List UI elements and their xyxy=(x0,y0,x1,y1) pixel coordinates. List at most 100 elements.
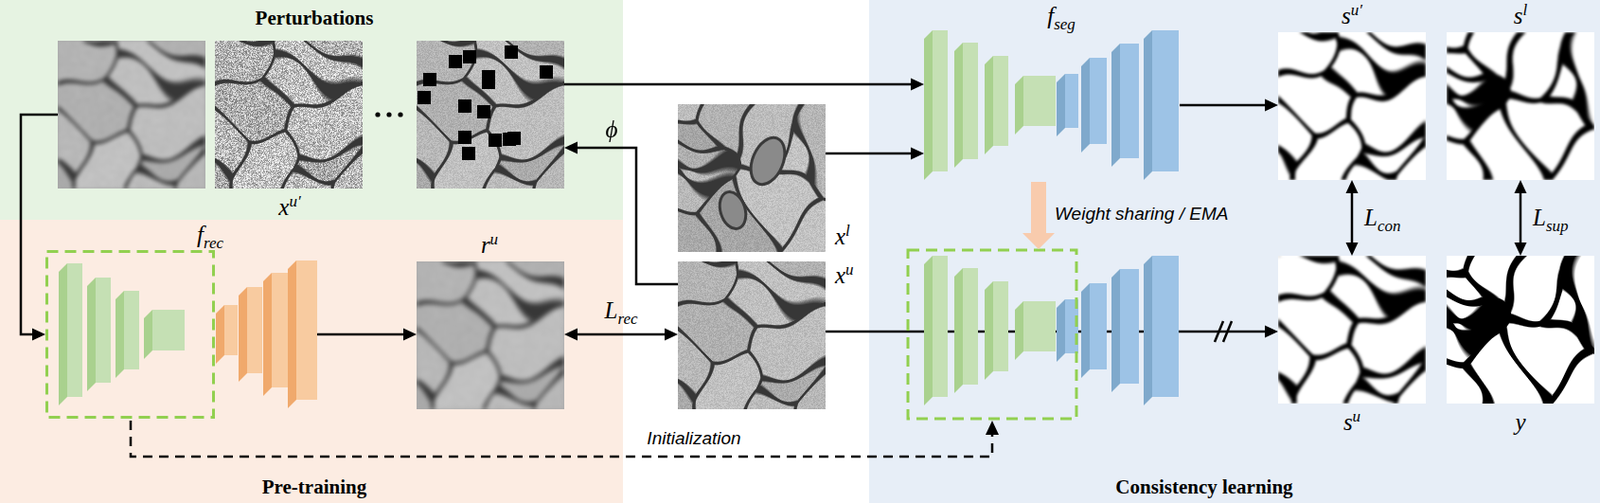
panel-band: Pre-training frec ru xyxy=(0,219,623,503)
layer-side xyxy=(87,277,96,392)
subscript: sup xyxy=(1546,216,1569,235)
superscript: l xyxy=(845,220,851,239)
layer-side xyxy=(215,304,225,364)
layer-side xyxy=(984,281,994,380)
connector-line xyxy=(564,83,913,87)
dot xyxy=(397,111,403,117)
annotation: Initialization xyxy=(646,427,741,449)
image xyxy=(57,40,206,189)
image xyxy=(1446,32,1595,180)
math-label: sl xyxy=(1513,2,1528,31)
subscript: rec xyxy=(203,233,224,252)
layer-face xyxy=(152,309,185,351)
layer-side xyxy=(1081,283,1090,378)
image xyxy=(214,40,363,189)
image-strip: xu′ xyxy=(57,40,565,189)
connector-line xyxy=(575,333,667,337)
layer-side xyxy=(143,309,153,359)
math-label: y xyxy=(1514,408,1526,437)
image xyxy=(416,261,565,409)
connector-line xyxy=(825,152,913,156)
layer-face xyxy=(1089,283,1107,370)
layer-face xyxy=(962,42,978,160)
subscript: rec xyxy=(617,309,638,328)
edge-label: ϕ xyxy=(605,116,619,144)
ellipsis-dots xyxy=(57,40,565,189)
layer-side xyxy=(1014,301,1024,360)
image xyxy=(677,104,826,252)
layer-side xyxy=(924,30,933,180)
layer-face xyxy=(1152,255,1179,397)
dashed-encoder-box xyxy=(47,251,214,418)
math-label: frec xyxy=(196,221,224,249)
superscript: u′ xyxy=(1351,0,1363,18)
superscript: u xyxy=(845,259,854,278)
layer-face xyxy=(1152,30,1179,172)
edge-label: Lsup xyxy=(1532,204,1569,232)
connector-line xyxy=(1519,191,1523,245)
layer-face xyxy=(932,30,948,172)
layer-side xyxy=(263,272,272,396)
image xyxy=(1446,255,1595,404)
layer-side xyxy=(1111,43,1120,167)
layer-face xyxy=(296,260,318,400)
image-tile: su′ xyxy=(1278,32,1426,180)
image-tile: xl xyxy=(677,104,826,252)
layer-face xyxy=(962,267,978,385)
math-label: xl xyxy=(835,223,851,251)
layer-face xyxy=(993,281,1009,372)
layer-face xyxy=(247,286,263,374)
layer-face xyxy=(932,255,948,397)
layer-face xyxy=(95,277,111,383)
layer-side xyxy=(924,255,933,406)
layer-side xyxy=(1111,268,1120,392)
layer-side xyxy=(1143,255,1153,406)
layer-side xyxy=(954,42,963,168)
connector-line xyxy=(317,333,406,337)
layer-face xyxy=(271,272,289,388)
panel-band: Perturbationsxu′ xyxy=(0,0,623,220)
layer-face xyxy=(1089,57,1107,144)
layer-side xyxy=(1056,299,1066,362)
layer-face xyxy=(67,263,83,397)
image xyxy=(1278,255,1426,404)
layer-side xyxy=(287,260,297,409)
image-tile: ru xyxy=(416,261,565,409)
network-block: fseg xyxy=(924,30,1180,180)
layer-side xyxy=(1056,73,1066,137)
math-label: xu′ xyxy=(278,194,301,222)
layer-side xyxy=(1081,57,1090,153)
superscript: l xyxy=(1523,0,1529,18)
panel-band: Consistency learningfsegsu′slsuy xyxy=(869,0,1600,503)
connector-line xyxy=(1351,191,1354,245)
arrow-head xyxy=(664,328,678,341)
superscript: u′ xyxy=(288,191,301,210)
math-label: fseg xyxy=(1047,2,1076,31)
layer-face xyxy=(124,290,140,370)
image-tile: y xyxy=(1446,255,1595,404)
layer-face xyxy=(1120,268,1139,384)
layer-face xyxy=(224,304,238,356)
layer-face xyxy=(1023,75,1056,126)
subscript: seg xyxy=(1053,15,1076,34)
superscript: u xyxy=(490,229,499,248)
layer-side xyxy=(1014,75,1024,135)
image xyxy=(1278,32,1426,180)
edge-label: Lcon xyxy=(1364,204,1401,232)
dot xyxy=(374,111,380,117)
subscript: con xyxy=(1377,216,1402,235)
panel-title: Pre-training xyxy=(262,475,367,498)
math-label: su xyxy=(1343,408,1361,437)
layer-side xyxy=(115,290,125,378)
layer-side xyxy=(954,267,963,393)
connector-line xyxy=(1179,104,1267,107)
annotation: Weight sharing / EMA xyxy=(1054,203,1228,225)
network-drawing xyxy=(45,249,318,419)
layer-side xyxy=(984,55,994,155)
layer-face xyxy=(1120,43,1139,159)
math-label: ru xyxy=(480,231,498,260)
layer-face xyxy=(1065,73,1079,128)
dot xyxy=(386,111,392,117)
superscript: u xyxy=(1352,406,1362,425)
layer-side xyxy=(238,286,248,382)
